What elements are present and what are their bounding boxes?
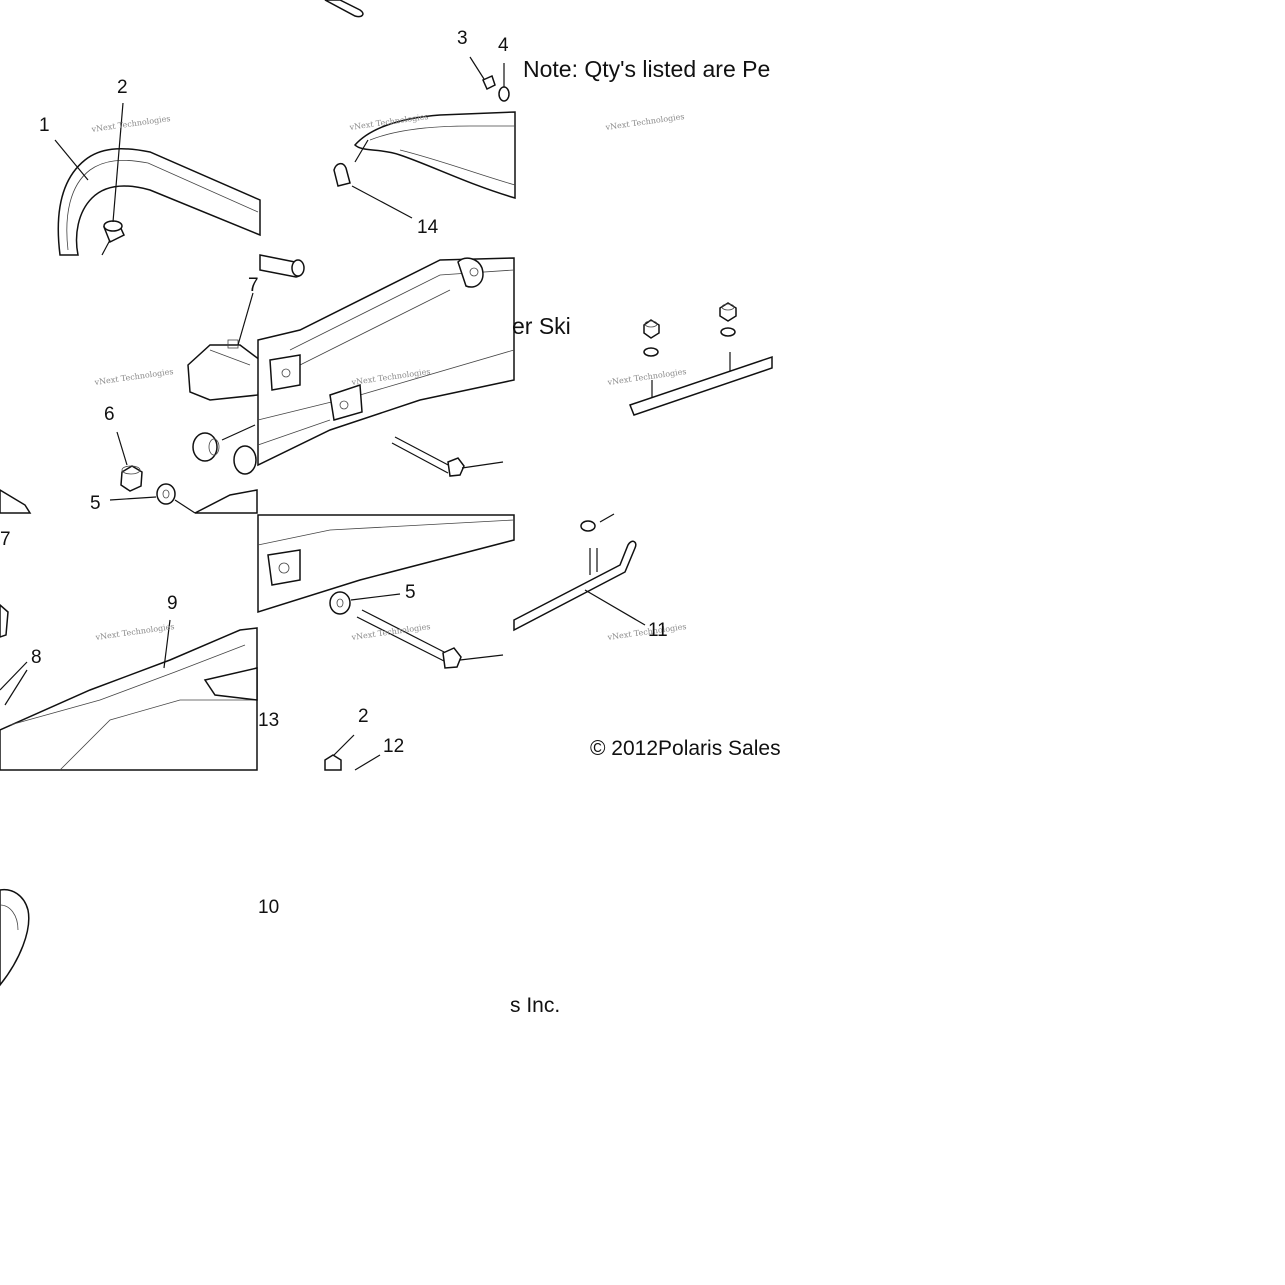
washer-5a-hole	[162, 489, 170, 499]
svg-text:vNext Technologies: vNext Technologies	[90, 114, 171, 134]
long-bolt-shaft-b	[391, 442, 449, 474]
watermark-4: vNext Technologies	[93, 367, 174, 387]
callout-4: 4	[498, 35, 509, 56]
copyright-notice: © 2012Polaris Sales	[590, 737, 781, 760]
ski-underside-left	[0, 627, 258, 771]
nut-3	[482, 74, 496, 91]
saddle-block-7	[187, 339, 261, 401]
svg-text:vNext Technologies: vNext Technologies	[94, 622, 175, 642]
leader-1	[54, 139, 89, 181]
callout-8: 8	[31, 647, 42, 668]
washer-5b	[329, 591, 351, 615]
callout-5-center: 5	[405, 582, 416, 603]
wear-bar-11	[513, 540, 637, 632]
leader-9	[163, 619, 171, 669]
leader-14b	[354, 139, 369, 163]
watermark-7: vNext Technologies	[94, 622, 175, 642]
leader-5a	[109, 496, 157, 501]
ski-body-bottom	[257, 514, 515, 614]
watermark-9: vNext Technologies	[606, 622, 687, 642]
callout-10: 10	[258, 897, 279, 918]
callout-2-top: 2	[117, 77, 128, 98]
ski-tail-fragment	[0, 888, 30, 987]
handle-end-cap	[291, 259, 305, 277]
leader-8a	[0, 661, 28, 691]
callout-1: 1	[39, 115, 50, 136]
callout-5-left: 5	[90, 493, 101, 514]
svg-text:vNext Technologies: vNext Technologies	[606, 367, 687, 387]
leader-washer-br	[599, 513, 615, 523]
handle-nut	[103, 220, 125, 244]
note-fragment-ski: er Ski	[512, 313, 571, 339]
bolt-13-shaft	[361, 609, 449, 655]
leader-11	[584, 589, 646, 626]
leader-7a	[237, 292, 254, 346]
wear-bar-upper	[629, 352, 773, 416]
leader-3	[469, 56, 485, 80]
svg-text:vNext Technologies: vNext Technologies	[606, 622, 687, 642]
callout-9: 9	[167, 593, 178, 614]
washer-right-a	[643, 347, 659, 357]
ski-handle-loop	[57, 147, 261, 256]
ski-front-tip	[353, 111, 516, 199]
callout-2-bottom: 2	[358, 706, 369, 727]
watermark-6: vNext Technologies	[606, 367, 687, 387]
nut-6	[120, 465, 143, 492]
nut-right-b	[719, 302, 737, 322]
leader-8b	[4, 669, 28, 706]
svg-text:vNext Technologies: vNext Technologies	[93, 367, 174, 387]
long-bolt-shaft	[394, 436, 453, 468]
bolt-13-shaft-b	[356, 616, 445, 662]
top-ski-fragment	[324, 0, 364, 18]
bracket-7b	[0, 604, 9, 638]
qty-note: Note: Qty's listed are Pe	[523, 56, 770, 82]
svg-text:vNext Technologies: vNext Technologies	[604, 112, 685, 132]
bushing-right	[233, 445, 257, 475]
leader-bolt	[461, 461, 504, 469]
leader-2a	[112, 102, 124, 223]
flanged-bushing	[192, 424, 256, 462]
leader-12	[354, 754, 381, 771]
leader-6	[116, 431, 128, 466]
washer-right-b	[720, 327, 736, 337]
nut-right-a	[643, 319, 660, 339]
leader-14	[351, 185, 413, 219]
washer-bottom-right	[580, 520, 596, 532]
long-bolt-head	[447, 457, 465, 477]
leader-13	[459, 654, 504, 661]
leader-5b	[350, 593, 401, 601]
left-edge-fragment	[0, 489, 32, 514]
callout-6: 6	[104, 404, 115, 425]
callout-11: 11	[648, 620, 668, 641]
callout-3: 3	[457, 28, 468, 49]
callout-7-upper: 7	[248, 275, 259, 296]
bushing-14	[333, 162, 351, 187]
callout-13: 13	[258, 710, 279, 731]
nut-12	[324, 754, 342, 771]
washer-4	[498, 86, 510, 102]
watermark-1: vNext Technologies	[90, 114, 171, 134]
bolt-13-head	[442, 647, 462, 669]
leader-2b	[333, 734, 355, 756]
ski-tail-fragment-detail	[0, 904, 19, 931]
callout-12: 12	[383, 736, 404, 757]
leader-nut	[101, 239, 111, 256]
copyright-fragment-inc: s Inc.	[510, 994, 560, 1017]
callout-14: 14	[417, 217, 439, 238]
callout-7-lower: 7	[0, 529, 11, 550]
washer-5a	[156, 483, 176, 505]
leader-5a-b	[174, 499, 196, 514]
ski-body-center	[257, 257, 515, 467]
washer-5b-hole	[336, 598, 344, 608]
watermark-3: vNext Technologies	[604, 112, 685, 132]
spindle-fragment	[194, 489, 258, 514]
